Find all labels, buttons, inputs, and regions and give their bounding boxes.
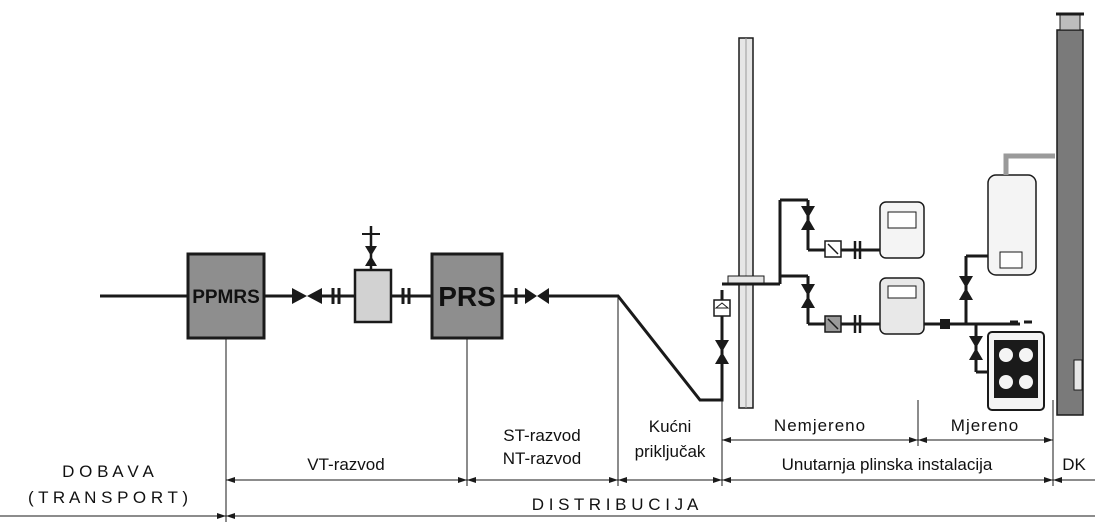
- chimney: [1056, 12, 1084, 416]
- building-column: [727, 37, 765, 409]
- dimension-arrows: [0, 437, 1095, 519]
- section-label-kucni: Kućni: [649, 417, 692, 436]
- section-label-distribucija: D I S T R I B U C I J A: [532, 495, 699, 514]
- vertical-markers: [225, 296, 1054, 522]
- section-label-prikljucak: priključak: [635, 442, 706, 461]
- section-label-mjereno: Mjereno: [951, 416, 1019, 435]
- section-label-dk: DK: [1062, 455, 1086, 474]
- boiler-valve: [959, 276, 973, 300]
- ppmrs-block: PPMRS: [186, 252, 266, 340]
- main-valve-1: [292, 288, 322, 304]
- pressure-regulator: [353, 226, 393, 324]
- wall-boiler: [987, 153, 1055, 276]
- section-label-dobava: D O B A V A: [62, 462, 154, 481]
- prs-label: PRS: [438, 281, 496, 312]
- upper-branch-valve: [801, 206, 815, 230]
- gas-meter: [879, 277, 925, 335]
- meter-flange: [940, 319, 950, 329]
- section-label-nt-razvod: NT-razvod: [503, 449, 581, 468]
- lower-branch-valve: [801, 284, 815, 308]
- gas-stove: [987, 320, 1045, 411]
- upper-appliance: [879, 201, 925, 259]
- ppmrs-label: PPMRS: [192, 287, 260, 308]
- section-label-unutarnja: Unutarnja plinska instalacija: [782, 455, 993, 474]
- section-label-vt-razvod: VT-razvod: [307, 455, 384, 474]
- flanges: [331, 288, 518, 304]
- section-label-st-razvod: ST-razvod: [503, 426, 580, 445]
- stove-valve: [969, 336, 983, 360]
- prs-block: PRS: [430, 252, 504, 340]
- section-label-transport: ( T R A N S P O R T ): [28, 488, 188, 507]
- house-connection: [713, 200, 782, 400]
- section-label-nemjereno: Nemjereno: [774, 416, 866, 435]
- main-valve-2: [525, 288, 549, 304]
- lower-meter-unit: [824, 315, 862, 333]
- upper-meter-unit: [824, 240, 862, 259]
